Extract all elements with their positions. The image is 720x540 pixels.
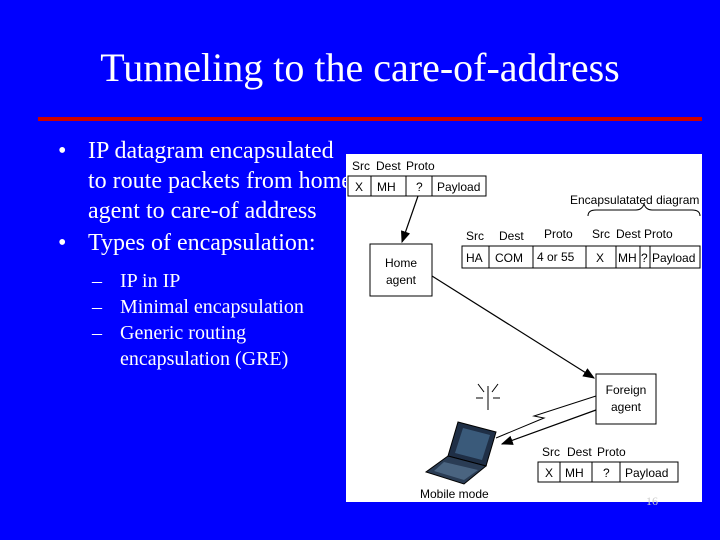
header-label: Proto bbox=[644, 227, 673, 241]
bullet-text: Types of encapsulation: bbox=[88, 230, 316, 256]
packet-cell: ? bbox=[641, 251, 648, 265]
packet-cell: HA bbox=[466, 251, 483, 265]
mobile-node-label: Mobile mode bbox=[420, 487, 489, 501]
sub-bullet-list: – IP in IP – Minimal encapsulation – Gen… bbox=[54, 268, 354, 372]
sub-bullet-text: Generic routing encapsulation (GRE) bbox=[120, 322, 289, 370]
packet-cell: MH bbox=[565, 466, 584, 480]
home-agent-node: Home agent bbox=[369, 243, 433, 297]
header-label: Dest bbox=[499, 229, 524, 243]
packet-cell: X bbox=[596, 251, 604, 265]
packet-cell: MH bbox=[618, 251, 637, 265]
bullet-item: • IP datagram encapsulated to route pack… bbox=[54, 136, 354, 226]
bullet-dot-icon: • bbox=[58, 230, 67, 256]
brace-icon bbox=[587, 202, 701, 217]
packet-cell: Payload bbox=[625, 466, 668, 480]
arrow-to-mobile bbox=[500, 409, 597, 445]
foreign-agent-node: Foreign agent bbox=[595, 373, 657, 425]
slide-title: Tunneling to the care-of-address bbox=[100, 45, 620, 90]
header-label: Src bbox=[542, 445, 560, 459]
tunnel-arrow bbox=[431, 275, 596, 379]
packet-cell: ? bbox=[603, 466, 610, 480]
packet-cell: X bbox=[545, 466, 553, 480]
top-packet: Src Dest Proto X MH ? Payload bbox=[347, 159, 487, 197]
tunneling-diagram: Src Dest Proto X MH ? Payload Encapsulat… bbox=[346, 154, 702, 502]
bullet-item: • Types of encapsulation: bbox=[54, 228, 354, 258]
title-divider bbox=[38, 117, 702, 121]
sub-bullet-text: IP in IP bbox=[120, 270, 181, 292]
packet-cell: 4 or 55 bbox=[537, 250, 575, 264]
bullet-list: • IP datagram encapsulated to route pack… bbox=[54, 136, 354, 372]
packet-cell: COM bbox=[495, 251, 523, 265]
header-label: Dest bbox=[376, 159, 401, 173]
laptop-icon bbox=[424, 421, 497, 485]
header-label: Dest bbox=[616, 227, 641, 241]
home-agent-label: Home bbox=[385, 256, 417, 270]
foreign-agent-label: Foreign bbox=[606, 383, 647, 397]
header-label: Proto bbox=[597, 445, 626, 459]
header-label: Src bbox=[352, 159, 370, 173]
home-agent-label: agent bbox=[386, 273, 417, 287]
header-label: Src bbox=[592, 227, 610, 241]
packet-cell: Payload bbox=[652, 251, 695, 265]
encapsulated-packet: Src Dest Proto Src Dest Proto HA COM 4 o… bbox=[461, 227, 701, 269]
antenna-icon bbox=[476, 383, 500, 410]
dash-icon: – bbox=[92, 296, 102, 318]
bottom-packet: Src Dest Proto X MH ? Payload bbox=[537, 445, 679, 483]
header-label: Dest bbox=[567, 445, 592, 459]
encapsulated-label: Encapsulatated diagram bbox=[570, 193, 699, 207]
packet-cell: Payload bbox=[437, 180, 480, 194]
sub-bullet-item: – Generic routing encapsulation (GRE) bbox=[54, 320, 354, 372]
header-label: Proto bbox=[544, 227, 573, 241]
sub-bullet-text: Minimal encapsulation bbox=[120, 296, 304, 318]
bullet-text: IP datagram encapsulated to route packet… bbox=[88, 138, 352, 224]
sub-bullet-item: – Minimal encapsulation bbox=[54, 294, 354, 320]
dash-icon: – bbox=[92, 270, 102, 292]
arrow-to-home-agent bbox=[401, 195, 419, 244]
tunneling-diagram-svg: Src Dest Proto X MH ? Payload Encapsulat… bbox=[347, 159, 701, 501]
packet-cell: ? bbox=[416, 180, 423, 194]
wireless-link bbox=[495, 395, 597, 439]
bullet-dot-icon: • bbox=[58, 138, 67, 164]
slide-number: 16 bbox=[646, 494, 658, 508]
packet-cell: X bbox=[355, 180, 363, 194]
packet-cell: MH bbox=[377, 180, 396, 194]
dash-icon: – bbox=[92, 322, 102, 344]
header-label: Proto bbox=[406, 159, 435, 173]
header-label: Src bbox=[466, 229, 484, 243]
foreign-agent-label: agent bbox=[611, 400, 642, 414]
sub-bullet-item: – IP in IP bbox=[54, 268, 354, 294]
